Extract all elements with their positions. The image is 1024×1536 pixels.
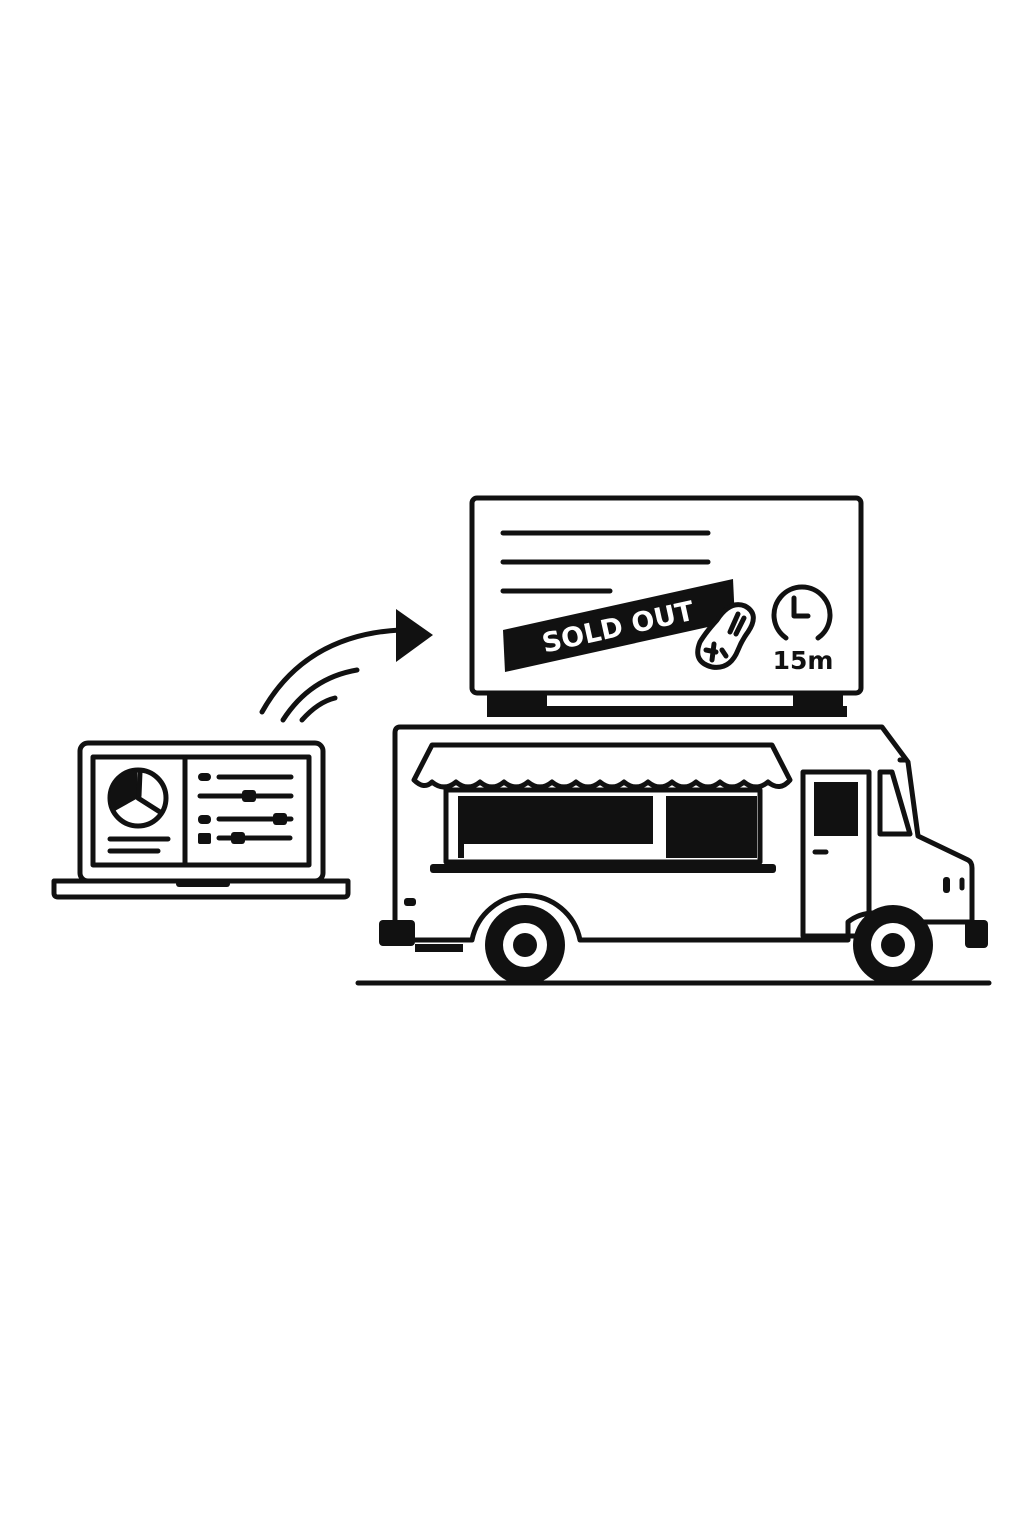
- laptop: [51, 740, 351, 900]
- menu-sign: SOLD OUT 15m: [469, 495, 864, 717]
- wireless-arrow-icon: [259, 609, 433, 723]
- front-wheel: [853, 905, 933, 985]
- timer-text: 15m: [773, 646, 834, 675]
- peanut-icon: [695, 602, 756, 670]
- food-truck: [379, 724, 988, 985]
- rear-wheel: [485, 905, 565, 985]
- slider-controls-icon: [197, 773, 294, 844]
- pie-chart-icon: [107, 767, 169, 829]
- awning: [411, 742, 793, 790]
- clock-icon: [771, 584, 833, 641]
